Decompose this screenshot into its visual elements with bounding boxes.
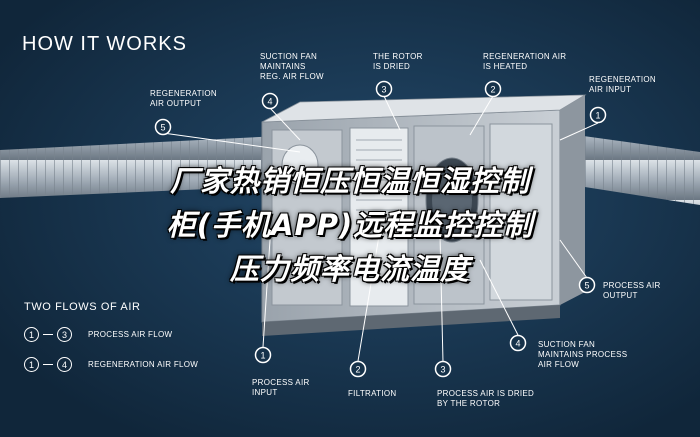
svg-text:4: 4	[515, 339, 520, 349]
svg-text:4: 4	[267, 97, 272, 107]
legend-from-badge: 1	[24, 327, 39, 342]
legend-to-badge: 3	[57, 327, 72, 342]
marker-top-5: 5	[154, 118, 172, 136]
bottom-markers: 1 2 3 4 5	[254, 276, 596, 378]
callout-bottom-2-label: FILTRATION	[348, 389, 397, 398]
svg-text:3: 3	[440, 365, 445, 375]
legend-row-process: 1 3 PROCESS AIR FLOW	[24, 327, 172, 342]
top-leaders	[162, 95, 599, 153]
marker-bottom-1: 1	[254, 346, 272, 364]
marker-bottom-2: 2	[349, 360, 367, 378]
legend-label: REGENERATION AIR FLOW	[88, 360, 199, 369]
svg-text:1: 1	[595, 111, 600, 121]
overlay-line-2: 柜(手机APP)远程监控控制	[166, 208, 534, 242]
marker-top-2: 2	[484, 80, 502, 98]
marker-bottom-5: 5	[578, 276, 596, 294]
cabinet	[261, 94, 587, 336]
bottom-leaders	[262, 229, 588, 363]
svg-text:5: 5	[160, 123, 165, 133]
legend-dash	[43, 333, 53, 336]
svg-text:3: 3	[381, 85, 386, 95]
svg-text:2: 2	[355, 365, 360, 375]
marker-bottom-3: 3	[434, 360, 452, 378]
legend-title: TWO FLOWS OF AIR	[24, 301, 141, 313]
svg-text:2: 2	[490, 85, 495, 95]
marker-top-1: 1	[589, 106, 607, 124]
overlay-line-3: 压力频率电流温度	[229, 252, 470, 286]
legend-label: PROCESS AIR FLOW	[88, 330, 173, 339]
svg-text:5: 5	[584, 281, 589, 291]
overlay-line-1: 厂家热销恒压恒温恒湿控制	[169, 164, 530, 198]
marker-top-4: 4	[261, 92, 279, 110]
page-title: HOW IT WORKS	[22, 33, 187, 55]
svg-text:1: 1	[260, 351, 265, 361]
marker-top-3: 3	[375, 80, 393, 98]
legend-from-badge: 1	[24, 357, 39, 372]
left-duct	[0, 135, 300, 198]
marker-bottom-4: 4	[509, 334, 527, 352]
top-markers: 5 4 3 2 1	[154, 80, 607, 136]
legend-to-badge: 4	[57, 357, 72, 372]
legend-dash	[43, 363, 53, 366]
legend-row-regeneration: 1 4 REGENERATION AIR FLOW	[24, 357, 198, 372]
